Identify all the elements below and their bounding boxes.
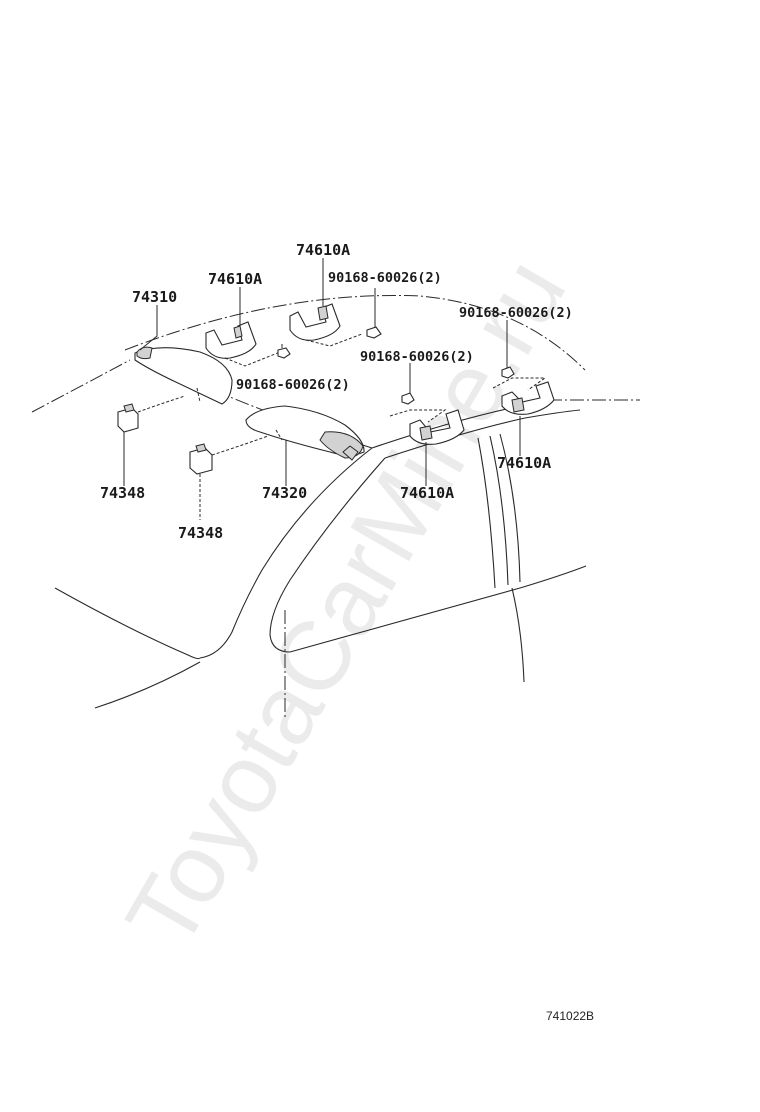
screw-front-left xyxy=(277,344,291,359)
label-screw-rear-center: 90168-60026(2) xyxy=(360,349,474,365)
screw-front-center xyxy=(366,326,382,339)
holder-center xyxy=(189,435,269,475)
assist-grip-front-left xyxy=(205,321,281,367)
label-74610a-rear-right: 74610A xyxy=(497,454,551,472)
label-screw-rear-right: 90168-60026(2) xyxy=(459,305,573,321)
screw-rear-center xyxy=(401,392,415,405)
label-74348-left: 74348 xyxy=(100,484,145,502)
label-screw-front-left: 90168-60026(2) xyxy=(236,377,350,393)
diagram-code: 741022B xyxy=(546,1009,594,1023)
sun-visor-rh xyxy=(245,405,365,461)
label-74610a-front-left: 74610A xyxy=(208,270,262,288)
assist-grip-rear-center xyxy=(389,409,465,445)
label-screw-front-center: 90168-60026(2) xyxy=(328,270,442,286)
label-74610a-front-center: 74610A xyxy=(296,241,350,259)
label-74310: 74310 xyxy=(132,288,177,306)
label-74348-center: 74348 xyxy=(178,524,223,542)
leader-lines xyxy=(123,258,521,520)
screw-rear-right xyxy=(501,366,515,379)
label-74610a-rear-center: 74610A xyxy=(400,484,454,502)
holder-left xyxy=(117,395,186,433)
assist-grip-rear-right xyxy=(492,377,555,415)
label-74320: 74320 xyxy=(262,484,307,502)
part-labels: 74310 74610A 74610A 90168-60026(2) 90168… xyxy=(100,241,573,542)
assist-grip-front-center xyxy=(289,303,363,347)
